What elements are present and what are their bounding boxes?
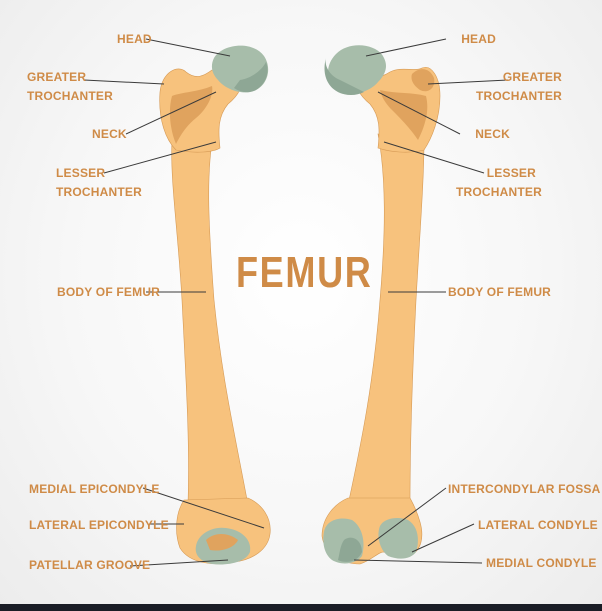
right-label-head: HEAD: [456, 30, 496, 49]
left-label-lesser-trochanter-line: TROCHANTER: [56, 185, 142, 199]
left-label-lateral-epicondyle: LATERAL EPICONDYLE: [29, 516, 169, 535]
bottom-bar: [0, 604, 602, 611]
right-label-greater-trochanter: GREATER TROCHANTER: [476, 68, 562, 106]
left-femur-neck-shading: [169, 86, 213, 144]
right-label-greater-trochanter-line: GREATER: [502, 70, 562, 84]
leader-lines: [83, 38, 509, 567]
right-femur-condyle-shadow: [338, 537, 362, 562]
right-label-lesser-trochanter-line: LESSER: [486, 166, 536, 180]
left-label-body-of-femur: BODY OF FEMUR: [57, 283, 161, 302]
left-label-lesser-trochanter-line: LESSER: [56, 166, 106, 180]
right-label-medial-condyle-line: MEDIAL CONDYLE: [486, 556, 597, 570]
right-label-lesser-trochanter: LESSER TROCHANTER: [456, 164, 542, 202]
left-label-head: HEAD: [117, 30, 152, 49]
right-femur-shaft: [347, 133, 425, 506]
left-label-lesser-trochanter: LESSER TROCHANTER: [56, 164, 142, 202]
left-label-body-of-femur-line: BODY OF FEMUR: [57, 285, 161, 299]
right-femur-trochanter-bump: [411, 69, 435, 92]
right-label-medial-condyle: MEDIAL CONDYLE: [486, 554, 597, 573]
right-label-neck-line: NECK: [475, 127, 510, 141]
right-label-head-line: HEAD: [461, 32, 496, 46]
right-label-intercondylar-fossa-line: INTERCONDYLAR FOSSA: [448, 482, 601, 496]
right-label-lateral-condyle: LATERAL CONDYLE: [478, 516, 598, 535]
right-label-lateral-condyle-line: LATERAL CONDYLE: [478, 518, 598, 532]
left-femur-groove-ridge: [206, 534, 238, 551]
left-label-patellar-groove: PATELLAR GROOVE: [29, 556, 151, 575]
left-femur: [159, 45, 271, 565]
right-femur-lateral-condyle: [378, 518, 418, 559]
left-femur-head-shadow: [234, 62, 268, 93]
right-label-greater-trochanter-line: TROCHANTER: [476, 89, 562, 103]
right-label-body-of-femur: BODY OF FEMUR: [448, 283, 552, 302]
diagram-title: FEMUR: [236, 248, 373, 297]
right-femur-neck-shading: [380, 90, 428, 140]
left-label-greater-trochanter-line: GREATER: [27, 70, 87, 84]
right-femur: [321, 45, 441, 565]
left-femur-shaft: [171, 129, 249, 506]
right-label-body-of-femur-line: BODY OF FEMUR: [448, 285, 552, 299]
right-label-lesser-trochanter-line: TROCHANTER: [456, 185, 542, 199]
left-label-neck: NECK: [92, 125, 127, 144]
left-label-patellar-groove-line: PATELLAR GROOVE: [29, 558, 151, 572]
left-label-medial-epicondyle: MEDIAL EPICONDYLE: [29, 480, 160, 499]
left-label-medial-epicondyle-line: MEDIAL EPICONDYLE: [29, 482, 160, 496]
right-label-intercondylar-fossa: INTERCONDYLAR FOSSA: [448, 480, 601, 499]
left-label-lateral-epicondyle-line: LATERAL EPICONDYLE: [29, 518, 169, 532]
left-label-neck-line: NECK: [92, 127, 127, 141]
right-label-neck: NECK: [466, 125, 510, 144]
right-femur-head-shadow: [324, 58, 364, 95]
left-label-greater-trochanter: GREATER TROCHANTER: [27, 68, 113, 106]
left-label-greater-trochanter-line: TROCHANTER: [27, 89, 113, 103]
left-label-head-line: HEAD: [117, 32, 152, 46]
